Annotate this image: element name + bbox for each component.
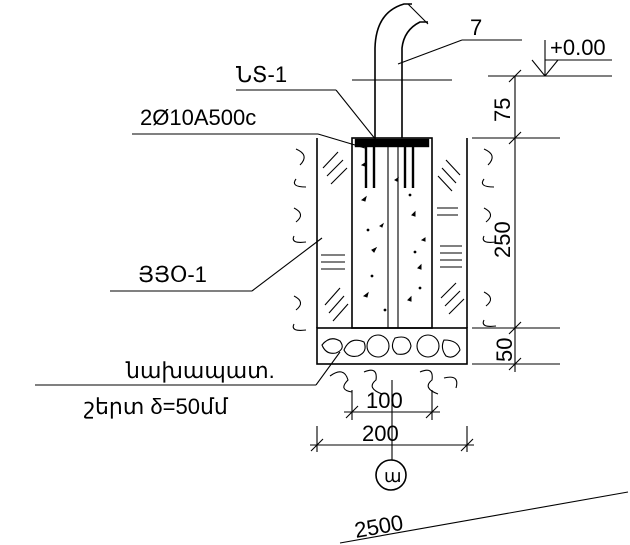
soil-hatching — [292, 148, 497, 395]
pipe — [374, 3, 429, 138]
concrete-post — [351, 137, 433, 329]
dim-span: 2500 — [353, 510, 406, 543]
dim-bed-height: 50 — [492, 338, 517, 362]
prep-layer-leader: նախապատ. շերտ δ=50մմ — [35, 351, 341, 419]
excavation-walls — [316, 138, 468, 328]
rebar-leader: 2Ø10A500c — [132, 105, 366, 149]
dim-post-height: 250 — [490, 221, 515, 258]
prep-layer-label-line1: նախապատ. — [125, 358, 275, 383]
dim-outer-width: 200 — [362, 421, 399, 446]
axis: ա — [375, 380, 407, 491]
axis-marker-circle — [375, 459, 407, 491]
vertical-dimensions: 75 250 50 — [472, 69, 560, 372]
post-mark-label: ՅՅՕ-1 — [138, 262, 207, 287]
cap-mark-leader: ՆՏ-1 — [236, 62, 377, 141]
dim-outer-width-group: 200 — [310, 421, 474, 452]
pipe-callout: 7 — [397, 15, 522, 65]
elevation-marker: +0.00 — [512, 35, 612, 77]
pipe-callout-number: 7 — [470, 15, 482, 40]
dim-top-projection: 75 — [490, 98, 515, 122]
cap-mark-label: ՆՏ-1 — [236, 62, 287, 87]
span-dimension: 2500 — [339, 491, 629, 544]
post-mark-leader: ՅՅՕ-1 — [110, 237, 323, 292]
concrete-hatch — [360, 162, 426, 312]
dim-inner-width: 100 — [366, 388, 403, 413]
prep-layer-label-line2: շերտ δ=50մմ — [84, 394, 229, 419]
axis-marker-label: ա — [384, 466, 402, 486]
elevation-label: +0.00 — [550, 35, 606, 60]
rebar-label: 2Ø10A500c — [140, 105, 256, 130]
dim-inner-width-group: 100 — [344, 388, 440, 420]
gravel-bed — [316, 327, 468, 365]
